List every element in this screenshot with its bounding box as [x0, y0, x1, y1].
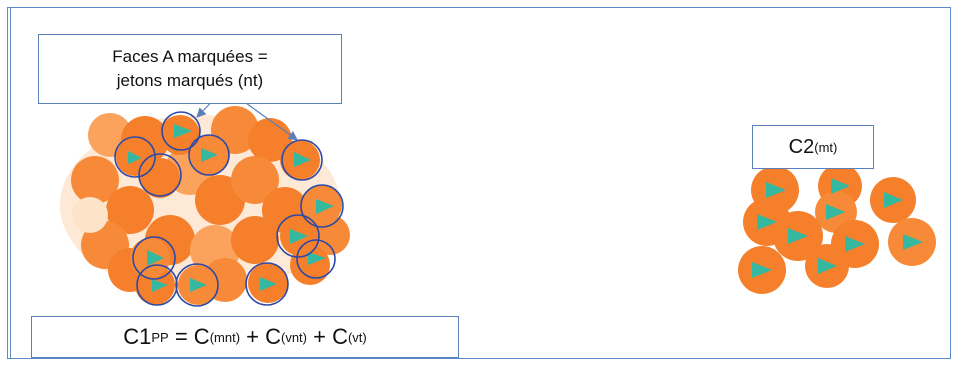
c1-lhs-sub: PP — [151, 330, 168, 345]
c2-main: C2 — [789, 136, 815, 159]
callout-line-1: Faces A marquées = — [39, 45, 341, 69]
c1-term3: C — [332, 324, 348, 350]
c2-label: C2(mt) — [752, 125, 874, 169]
c1-plus1: + — [240, 324, 265, 350]
callout-line-2: jetons marqués (nt) — [39, 69, 341, 93]
c1-plus2: + — [307, 324, 332, 350]
c1-term3-sub: (vt) — [348, 330, 367, 345]
marked-faces-callout: Faces A marquées = jetons marqués (nt) — [38, 34, 342, 104]
c1-eq: = — [169, 324, 194, 350]
c2-sub: (mt) — [814, 140, 837, 155]
c1-term1: C — [194, 324, 210, 350]
c1-term1-sub: (mnt) — [210, 330, 240, 345]
c1-term2: C — [265, 324, 281, 350]
c1-term2-sub: (vnt) — [281, 330, 307, 345]
c1-lhs: C1 — [123, 324, 151, 350]
